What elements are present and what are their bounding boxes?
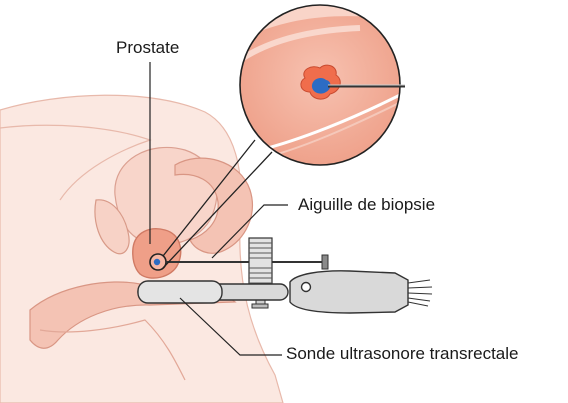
needle-guide-block bbox=[249, 238, 272, 290]
probe-handle bbox=[290, 271, 408, 313]
needle-guide-screw bbox=[252, 304, 268, 308]
label-prostate: Prostate bbox=[116, 38, 179, 58]
probe-tip bbox=[138, 281, 222, 303]
probe-button-icon bbox=[302, 283, 311, 292]
lesion-dot-small-icon bbox=[154, 259, 160, 265]
label-biopsy-needle: Aiguille de biopsie bbox=[298, 195, 435, 215]
probe-cable-icon bbox=[408, 280, 432, 306]
label-ultrasound-probe: Sonde ultrasonore transrectale bbox=[286, 344, 518, 364]
needle-handle-icon bbox=[322, 255, 328, 269]
